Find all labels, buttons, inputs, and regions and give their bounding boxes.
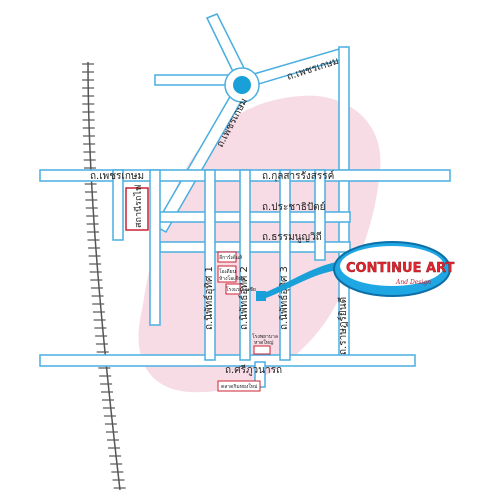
school-label: โรงพยาบาล (252, 333, 278, 340)
road-label-niphatuthit-1: ถ.นิพัทธ์อุทิศ 1 (203, 266, 215, 330)
lee-garden-landmark (217, 251, 237, 263)
roundabout-center (233, 76, 251, 94)
hotel-landmark (225, 283, 241, 295)
road-label-sripuwanart: ถ.ศรีภูวนารถ (225, 364, 282, 376)
school-sub-label: หาดใหญ่ (254, 339, 273, 346)
hotel-label: โรงแรมเอเชีย (226, 286, 256, 293)
road-label-rajyindee: ถ.ราษฎร์ยินดี (337, 297, 349, 355)
road-network (39, 13, 451, 388)
railway-line (82, 61, 126, 491)
sripuwanart-road (39, 354, 416, 367)
school-landmark (253, 345, 271, 355)
continue-art-logo: CONTINUE ART And Design (333, 241, 455, 297)
station-label: สถานีรถไฟ (133, 185, 144, 228)
logo-title: CONTINUE ART (346, 261, 455, 276)
lee-garden-label: ลีการ์เด้นส์ (219, 254, 242, 261)
market-landmark (217, 380, 261, 392)
road-label-niphatuthit-3: ถ.นิพัทธ์อุทิศ 3 (278, 266, 290, 330)
niphatuthit-1-road (204, 169, 216, 361)
market-label: ตลาดกิมหยงใหม่ (221, 383, 257, 390)
odean-landmark (217, 265, 237, 283)
station-landmark (125, 187, 149, 231)
road-label-kulsarangsan: ถ.กุลสารรังสรรค์ (262, 170, 334, 182)
shop-location-marker (256, 291, 266, 301)
location-pointer (266, 262, 338, 298)
station-side-road (112, 169, 124, 241)
road-label-niphatuthit-2: ถ.นิพัทธ์อุทิศ 2 (238, 266, 250, 330)
niphatuthit-3-road (279, 169, 291, 361)
road-label-prachathipat: ถ.ประชาธิปัตย์ (262, 201, 326, 213)
odean-sub-label: ห้างโอเดียน (219, 275, 245, 282)
road-label-phetkasem-west: ถ.เพชรเกษม (90, 171, 144, 182)
road-label-thammanoonwithi: ถ.ธรรมนูญวิถี (262, 231, 322, 243)
logo-subtitle: And Design (395, 279, 431, 286)
odean-label: โอเดียน (219, 268, 237, 275)
niphatuthit-2-road (239, 169, 251, 361)
west-connector-road (149, 169, 161, 326)
east-inner-road (314, 169, 326, 261)
